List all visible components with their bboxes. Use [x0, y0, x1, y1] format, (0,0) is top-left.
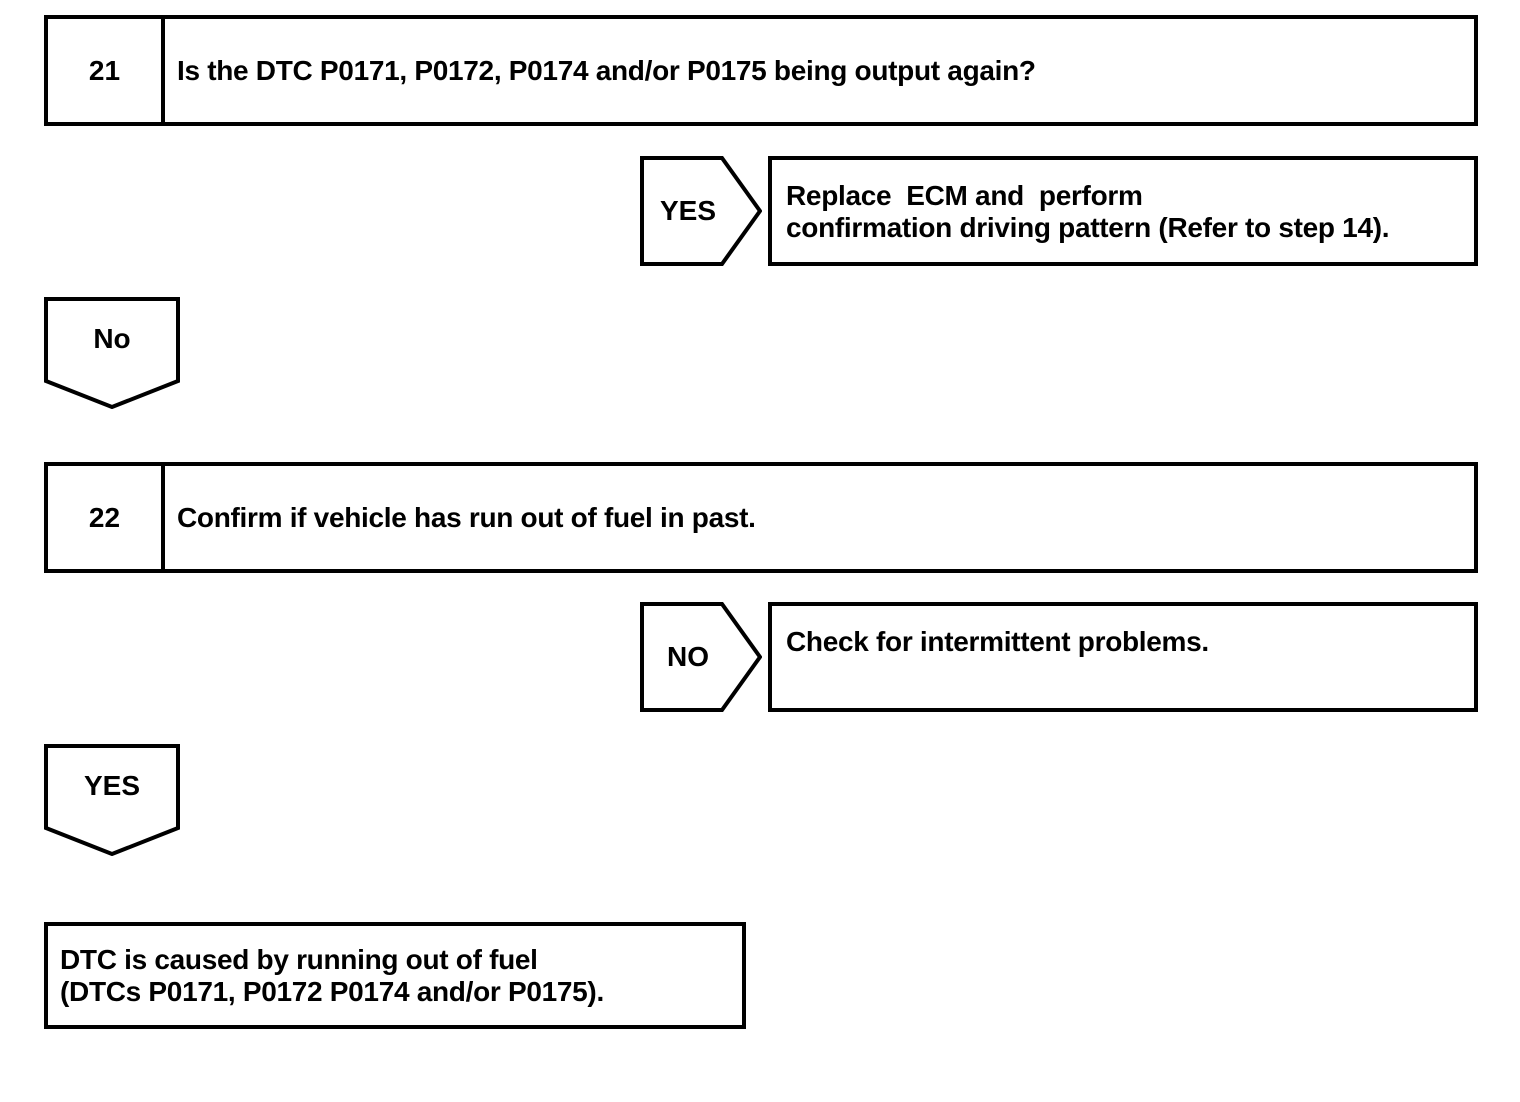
result-text-line: confirmation driving pattern (Refer to s…	[786, 212, 1390, 243]
no-connector-tag: No	[44, 297, 180, 409]
no-branch-tag: NO	[640, 602, 762, 712]
result-box-intermittent: Check for intermittent problems.	[768, 602, 1478, 712]
pentagon-right-icon	[640, 602, 762, 712]
step-question: Confirm if vehicle has run out of fuel i…	[177, 501, 756, 533]
step-question: Is the DTC P0171, P0172, P0174 and/or P0…	[177, 54, 1036, 86]
pentagon-right-icon	[640, 156, 762, 266]
no-connector-label: No	[93, 323, 131, 354]
result-text-line: Replace ECM and perform	[786, 180, 1143, 211]
step-number-cell: 21	[48, 19, 165, 122]
result-text-line: Check for intermittent problems.	[786, 626, 1209, 657]
pentagon-down-icon	[44, 297, 180, 409]
conclusion-line: DTC is caused by running out of fuel	[60, 943, 538, 975]
conclusion-box: DTC is caused by running out of fuel (DT…	[44, 922, 746, 1029]
yes-branch-label: YES	[659, 195, 717, 226]
yes-connector-tag: YES	[44, 744, 180, 856]
step-number-cell: 22	[48, 466, 165, 569]
yes-branch-tag: YES	[640, 156, 762, 266]
pentagon-down-icon	[44, 744, 180, 856]
step-number: 21	[88, 54, 121, 86]
step-number: 22	[88, 501, 121, 533]
conclusion-line: (DTCs P0171, P0172 P0174 and/or P0175).	[60, 975, 604, 1007]
no-branch-label: NO	[667, 641, 709, 672]
yes-connector-label: YES	[83, 770, 141, 801]
step-box-22: 22 Confirm if vehicle has run out of fue…	[44, 462, 1478, 573]
step-box-21: 21 Is the DTC P0171, P0172, P0174 and/or…	[44, 15, 1478, 126]
result-box-replace-ecm: Replace ECM and perform confirmation dri…	[768, 156, 1478, 266]
